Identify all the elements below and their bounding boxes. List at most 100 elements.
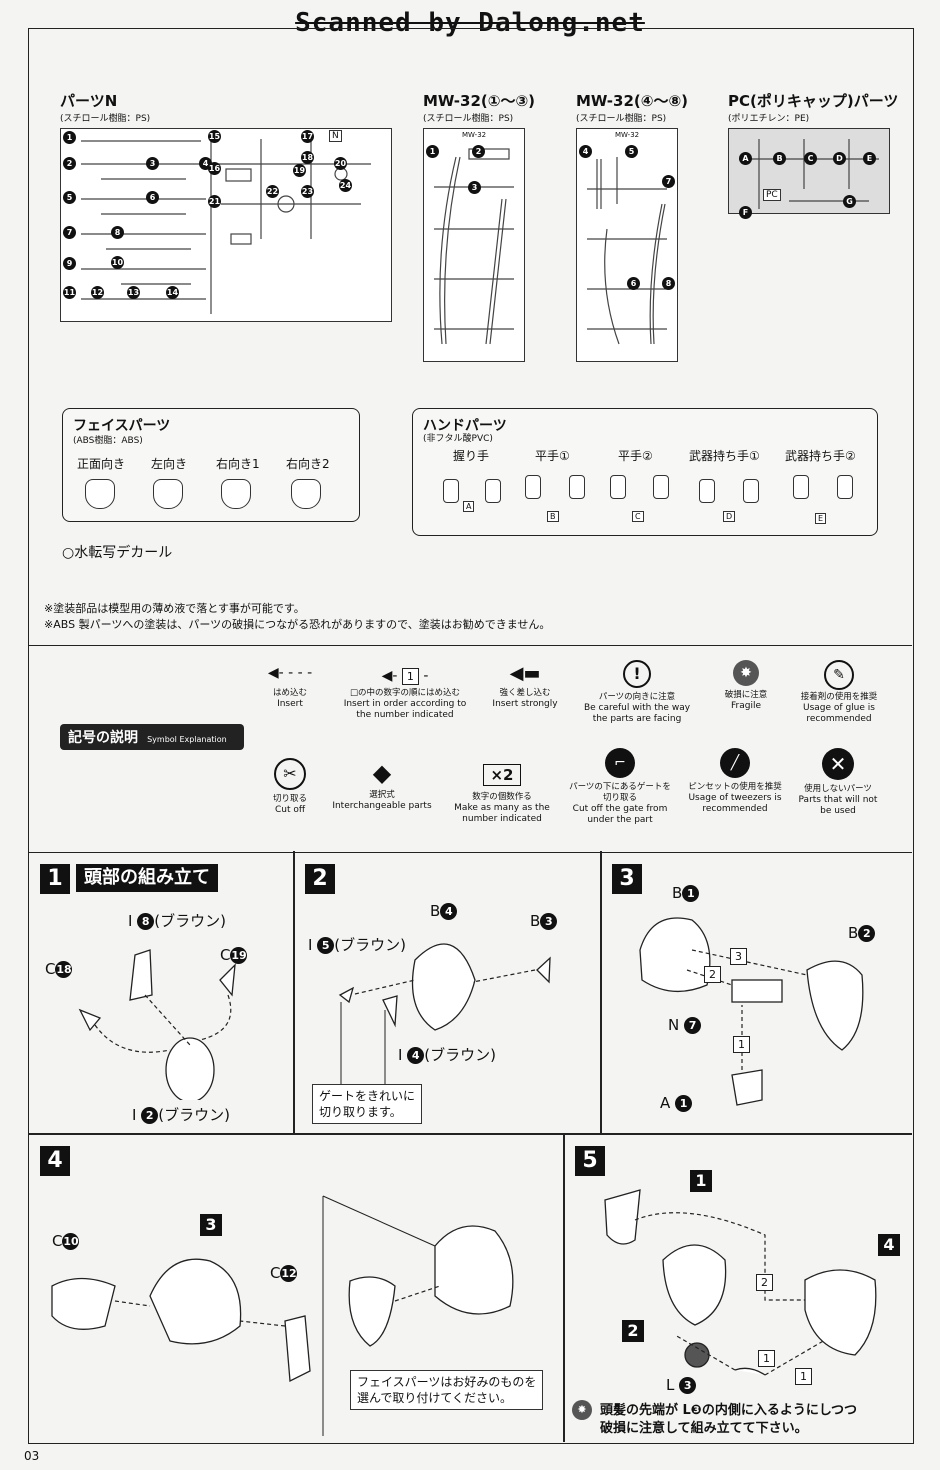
- part-number: 10: [111, 256, 124, 269]
- step-4-note: フェイスパーツはお好みのものを 選んで取り付けてください。: [350, 1370, 544, 1410]
- label-letter: C: [220, 946, 231, 964]
- part-number: 8: [662, 277, 675, 290]
- step-3-label-a1: A 1: [660, 1094, 693, 1112]
- part-number: 3: [468, 181, 481, 194]
- symbol-title-en: Symbol Explanation: [147, 735, 227, 744]
- symbol-make-many: ×2 数字の個数作る Make as many as the number in…: [450, 764, 554, 825]
- hand-label: 武器持ち手①: [689, 449, 760, 463]
- part-number: 13: [127, 286, 140, 299]
- runner-pc-sub: (ポリエチレン：PE): [728, 114, 810, 124]
- symbol-en: Cut off the gate from under the part: [572, 804, 668, 825]
- decal-label: ○水転写デカール: [62, 545, 173, 561]
- fragile-icon: ✸: [572, 1400, 592, 1420]
- symbol-ja: 強く差し込む: [499, 688, 551, 698]
- label-letter: B: [530, 912, 541, 930]
- step-2-label-i5: I 5(ブラウン): [308, 934, 406, 955]
- symbol-en: Parts that will not be used: [798, 795, 878, 816]
- part-number: 22: [266, 185, 279, 198]
- symbol-en: Make as many as the number indicated: [454, 803, 550, 824]
- order-box: 1: [401, 668, 419, 685]
- part-number: 1: [426, 145, 439, 158]
- symbol-en: Insert strongly: [492, 699, 558, 709]
- step-1-badge: 1: [40, 864, 70, 894]
- hand-image: [525, 475, 541, 499]
- label-number: 1: [675, 1095, 693, 1112]
- hand-parts-sub: (非フタル酸PVC): [423, 434, 493, 444]
- divider: [293, 851, 295, 1133]
- step-4-badge: 4: [40, 1146, 70, 1176]
- label-color: (ブラウン): [424, 1046, 496, 1064]
- hand-label: 握り手: [453, 449, 490, 463]
- face-parts-title: フェイスパーツ: [73, 418, 171, 434]
- label-number: 5: [317, 937, 335, 954]
- step-4-ref-3: 3: [200, 1214, 222, 1236]
- face-label: 正面向き: [77, 457, 126, 471]
- order-box: 1: [795, 1368, 812, 1385]
- step-1-label-c18: C18: [45, 960, 73, 978]
- insert-arrow-icon: ◀- - - -: [267, 665, 313, 681]
- exclamation-icon: !: [623, 660, 651, 688]
- runner-tag: N: [329, 130, 342, 142]
- label-letter: I: [398, 1046, 403, 1064]
- hand-letter: D: [723, 511, 736, 522]
- runner-mw1-sub: (スチロール樹脂：PS): [423, 114, 514, 124]
- symbol-interchangeable: ◆ 選択式 Interchangeable parts: [330, 758, 434, 812]
- hand-parts-box: ハンドパーツ (非フタル酸PVC) 握り手 平手① 平手② 武器持ち手① 武器持…: [412, 408, 878, 536]
- runner-mw2: MW-32 4 5 6 7 8: [576, 128, 678, 362]
- hand-image: [485, 479, 501, 503]
- symbol-ja: ピンセットの使用を推奨: [688, 782, 782, 792]
- part-letter: D: [833, 152, 846, 165]
- symbol-cut-off: ✂ 切り取る Cut off: [258, 758, 322, 816]
- runner-tag: MW-32: [462, 131, 487, 139]
- runner-n-sprue: [81, 139, 371, 314]
- symbol-insert: ◀- - - - はめ込む Insert: [250, 665, 330, 710]
- runner-pc: A B C D E F G PC: [728, 128, 890, 219]
- part-number: 3: [146, 157, 159, 170]
- step-1-diagram: [78, 949, 236, 1100]
- label-number: 7: [684, 1017, 702, 1034]
- runner-mw2-sprue: [587, 157, 667, 345]
- hand-letter: A: [463, 501, 475, 512]
- part-number: 2: [63, 157, 76, 170]
- hand-image: [610, 475, 626, 499]
- label-number: 4: [440, 903, 458, 920]
- symbol-facing: ! パーツの向きに注意 Be careful with the way the …: [582, 660, 692, 725]
- order-box: 1: [733, 1036, 750, 1053]
- label-letter: I: [128, 912, 133, 930]
- label-letter: C: [52, 1232, 63, 1250]
- part-number: 6: [146, 191, 159, 204]
- face-label: 右向き1: [216, 457, 260, 471]
- symbol-ja: 接着剤の使用を推奨: [800, 692, 878, 702]
- symbol-en: Cut off: [274, 805, 306, 815]
- face-left-image: [153, 479, 183, 509]
- part-number: 2: [472, 145, 485, 158]
- part-number: 4: [579, 145, 592, 158]
- note-line: ゲートをきれいに: [319, 1089, 416, 1103]
- times-two-icon: ×2: [483, 764, 521, 786]
- step-5-ref-2: 2: [622, 1320, 644, 1342]
- symbol-ja: はめ込む: [272, 688, 307, 698]
- symbol-ja: □の中の数字の順にはめ込む: [349, 688, 461, 698]
- step-5-label-l3: L 3: [666, 1376, 697, 1394]
- label-letter: B: [848, 924, 859, 942]
- symbol-ja: パーツの下にあるゲートを切り取る: [569, 782, 671, 803]
- part-letter: A: [739, 152, 752, 165]
- runner-n-heading: パーツN (スチロール樹脂：PS): [60, 90, 150, 124]
- label-number: 1: [682, 885, 700, 902]
- part-letter: E: [863, 152, 876, 165]
- fragile-icon: ✸: [733, 660, 759, 686]
- part-number: 11: [63, 286, 76, 299]
- symbol-insert-strongly: ◀▬ 強く差し込む Insert strongly: [480, 665, 570, 710]
- part-number: 15: [208, 130, 221, 143]
- step-5-badge: 5: [575, 1146, 605, 1176]
- symbol-ja: 数字の個数作る: [472, 792, 532, 802]
- runner-mw1-heading: MW-32(①〜③) (スチロール樹脂：PS): [423, 90, 535, 124]
- order-box: 2: [756, 1274, 773, 1291]
- step-5-ref-4: 4: [878, 1234, 900, 1256]
- tweezers-icon: ╱: [720, 748, 750, 778]
- label-number: 18: [55, 961, 73, 978]
- symbol-ja: パーツの向きに注意: [598, 692, 676, 702]
- part-number: 5: [625, 145, 638, 158]
